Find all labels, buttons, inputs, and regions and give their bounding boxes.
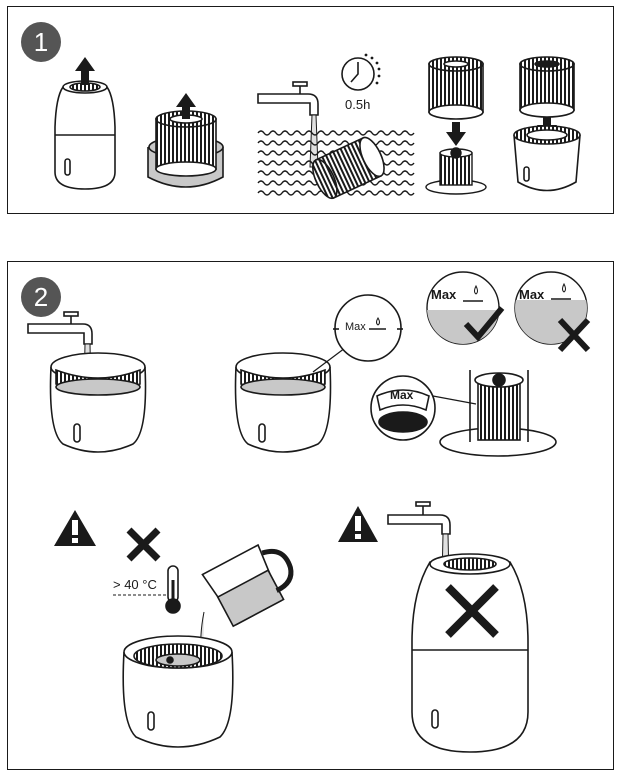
step-1-illustration: 0.5h [54,53,581,200]
hot-water-jug [201,543,294,628]
water-tank [513,125,581,192]
max-level-zoom [333,294,403,362]
step-2-number: 2 [33,282,49,312]
up-arrow-icon [176,93,196,119]
water-tank-filling [49,352,147,453]
faucet-icon [387,501,451,535]
filter-cylinder [428,56,484,120]
water-drop-icon [376,317,380,326]
step-2-illustration: Max Max Max [27,271,591,753]
water-drop-icon [562,282,566,293]
warning-icon [338,506,378,542]
humidifier-unit [411,553,529,753]
faucet-icon [27,311,93,345]
step-1-badge: 1 [21,22,61,62]
checkmark-icon [463,306,505,342]
step-2-panel: 2 [7,261,614,770]
wick-holder-max-marking [370,370,557,457]
cross-icon [126,527,161,562]
humidifier-unit [54,80,116,190]
faucet-icon [257,81,319,116]
step-2-badge: 2 [21,277,61,317]
zoom-callout-line [312,347,346,373]
filter-in-tray [147,110,224,188]
thermometer-icon [165,565,181,614]
water-wave-line [257,130,415,136]
max-bad-label: Max [519,287,545,302]
step-1-panel: 1 [7,6,614,214]
water-tank-full [234,352,332,453]
cross-icon [557,317,591,353]
water-drop-icon [474,284,478,295]
fill-level-bad: Max [514,271,591,353]
soak-time-label: 0.5h [345,97,370,112]
max-level-label: Max [345,321,366,333]
timer-icon [341,53,381,91]
fill-level-ok: Max [426,271,505,345]
step-1-number: 1 [33,27,49,57]
water-tank-with-filter [122,635,234,748]
temperature-limit-label: > 40 °C [113,577,157,592]
filter-cylinder [519,56,575,118]
up-arrow-icon [75,57,95,85]
water-wave-line [257,140,415,146]
warning-icon [54,510,96,546]
filter-soaking [312,136,385,200]
wick-holder [425,147,487,195]
cross-icon [445,584,499,638]
wick-holder-label: Max [390,388,414,402]
max-ok-label: Max [431,287,457,302]
down-arrow-icon [446,122,466,146]
